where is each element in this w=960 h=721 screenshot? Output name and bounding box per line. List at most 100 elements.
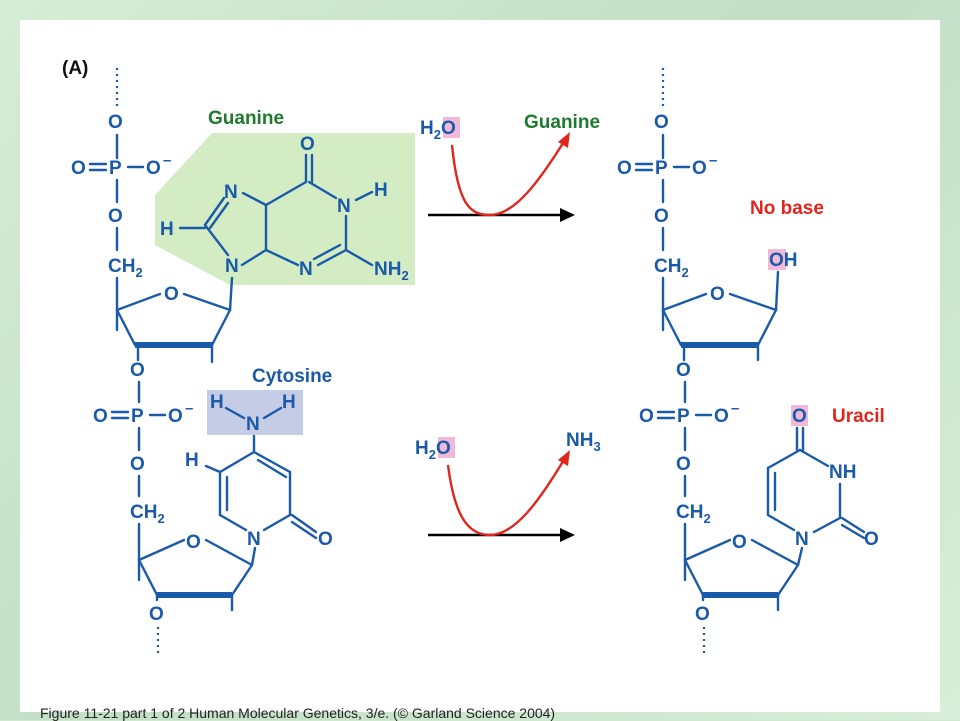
atom-N4: N <box>246 414 260 435</box>
bond <box>354 190 374 202</box>
cytosine-label: Cytosine <box>252 366 332 387</box>
atom-N1: N <box>247 529 261 550</box>
bond <box>264 248 300 267</box>
bond <box>250 546 257 567</box>
atom-O3-bottom: O <box>695 604 710 625</box>
bond <box>262 406 283 420</box>
atom-NH3: NH <box>829 462 856 483</box>
atom-N9: N <box>225 256 239 277</box>
atom-O-double: O <box>71 158 86 179</box>
bond <box>228 276 234 312</box>
guanine-product-label: Guanine <box>524 112 600 133</box>
atom-N7: N <box>224 182 238 203</box>
guanine-label: Guanine <box>208 108 284 129</box>
bond <box>240 248 268 267</box>
bond <box>203 223 230 257</box>
bond <box>204 538 254 567</box>
atom-O: O <box>654 112 669 133</box>
atom-O3-bottom: O <box>149 604 164 625</box>
bond <box>312 243 342 261</box>
red-arrowhead <box>558 450 570 466</box>
bond <box>798 448 830 468</box>
red-arrowhead <box>558 132 570 148</box>
bond <box>840 516 866 534</box>
atom-O-minus: O <box>692 158 707 179</box>
bond <box>182 292 232 312</box>
bond <box>316 248 348 267</box>
atom-OH: OH <box>769 250 798 271</box>
atom-P: P <box>655 158 668 179</box>
atom-O3: O <box>676 360 691 381</box>
bond <box>218 450 256 474</box>
bond <box>661 292 708 312</box>
bond <box>344 248 374 267</box>
bond <box>256 458 288 479</box>
bond <box>203 196 226 227</box>
atom-O: O <box>676 454 691 475</box>
atom-O: O <box>108 206 123 227</box>
deamination-diagram: O O P O – O CH2 O N H N <box>71 68 885 655</box>
uracil-label: Uracil <box>832 406 885 427</box>
bond <box>756 308 778 347</box>
bond <box>290 520 318 540</box>
atom-P: P <box>677 406 690 427</box>
bond <box>290 513 318 534</box>
bond <box>728 292 778 312</box>
O-highlight <box>443 117 460 138</box>
bond <box>262 513 292 532</box>
atom-H1: H <box>374 180 388 201</box>
h2o-2: H2O <box>415 438 451 462</box>
atom-O: O <box>654 206 669 227</box>
minus-charge: – <box>163 152 171 169</box>
h2o-1: H2O <box>420 118 456 142</box>
atom-O-minus: O <box>714 406 729 427</box>
bond <box>230 563 254 597</box>
bond <box>264 180 308 207</box>
O-highlight <box>438 437 455 458</box>
bond <box>766 513 796 532</box>
atom-H: H <box>210 392 224 413</box>
atom-NH2: NH2 <box>374 259 409 283</box>
atom-H5: H <box>185 450 199 471</box>
bond <box>252 450 292 474</box>
minus-charge: – <box>709 152 717 169</box>
atom-CH2: CH2 <box>676 502 711 526</box>
bond <box>204 464 222 474</box>
bond <box>750 538 800 567</box>
bond <box>766 448 802 470</box>
atom-N1: N <box>337 196 351 217</box>
O-highlight <box>791 405 808 426</box>
atom-O6: O <box>300 134 315 155</box>
figure-panel: (A) O O P O – O CH2 O N <box>20 20 940 721</box>
atom-O-ring: O <box>710 284 725 305</box>
panel-label: (A) <box>62 58 89 79</box>
red-curve-2 <box>446 457 567 537</box>
bond <box>224 406 246 420</box>
minus-charge: – <box>731 400 739 417</box>
atom-CH2: CH2 <box>130 502 165 526</box>
bond <box>774 270 780 312</box>
atom-CH2: CH2 <box>654 256 689 280</box>
arrowhead <box>560 208 575 222</box>
atom-P: P <box>131 406 144 427</box>
bond <box>115 292 162 312</box>
nh3-product: NH3 <box>566 430 601 454</box>
atom-P: P <box>109 158 122 179</box>
bond <box>115 308 137 347</box>
bond <box>241 191 268 207</box>
atom-O-ring: O <box>732 532 747 553</box>
atom-H: H <box>282 392 296 413</box>
atom-O-top: O <box>108 112 123 133</box>
bond <box>137 558 159 597</box>
bond <box>796 546 804 567</box>
atom-O2: O <box>864 529 879 550</box>
red-curve-1 <box>450 139 567 217</box>
bond <box>812 516 842 534</box>
atom-O3: O <box>130 360 145 381</box>
atom-O-minus: O <box>146 158 161 179</box>
atom-O-ring: O <box>186 532 201 553</box>
atom-N3: N <box>299 259 313 280</box>
bond <box>840 523 866 540</box>
bond <box>307 180 338 200</box>
atom-O-double: O <box>93 406 108 427</box>
